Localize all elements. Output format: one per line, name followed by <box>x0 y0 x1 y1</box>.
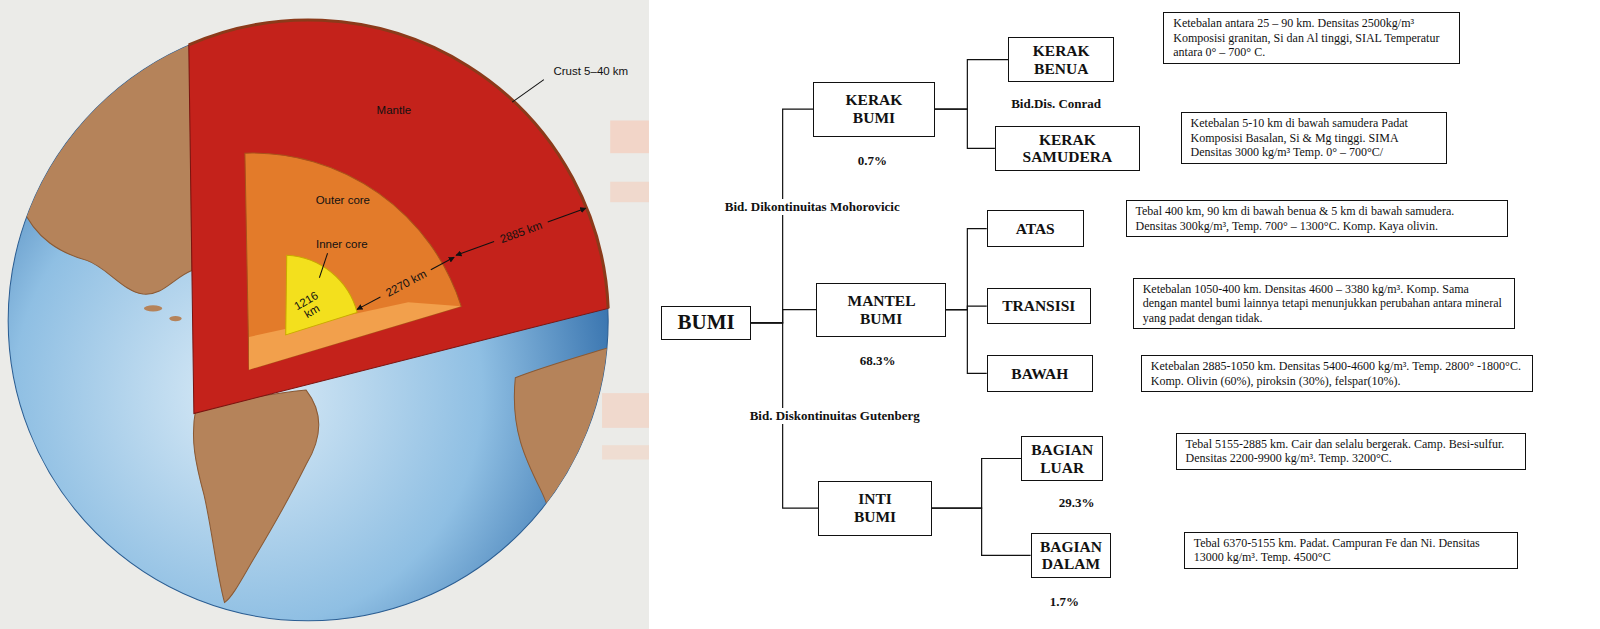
tree-connector <box>935 109 995 148</box>
percent-label: 0.7% <box>858 153 887 169</box>
percent-label: 1.7% <box>1050 594 1079 610</box>
description-text: Ketebalan 5-10 km di bawah samudera Pada… <box>1191 116 1437 160</box>
boundary-label: Bid. Diskontinuitas Gutenberg <box>747 408 923 424</box>
layer-name: KERAK BUMI <box>846 91 903 127</box>
leader-line <box>512 80 544 102</box>
tree-connector <box>932 508 1031 555</box>
description-box: Ketebalan 1050-400 km. Densitas 4600 – 3… <box>1133 278 1516 330</box>
island <box>144 305 162 311</box>
description-box: Ketebalan antara 25 – 90 km. Densitas 25… <box>1163 12 1460 64</box>
description-box: Tebal 400 km, 90 km di bawah benua & 5 k… <box>1126 200 1509 237</box>
layer-name: BAGIAN LUAR <box>1031 441 1093 477</box>
tree-connector <box>946 310 987 374</box>
dimension-label: 2885 km <box>498 218 544 244</box>
layer-name: INTI BUMI <box>854 490 896 526</box>
mantle-section <box>189 20 608 414</box>
part-label: Mantle <box>377 104 412 116</box>
dimension-line <box>431 257 454 269</box>
layer-name: ATAS <box>1016 220 1055 238</box>
description-box: Ketebalan 2885-1050 km. Densitas 5400-46… <box>1141 355 1533 392</box>
continent-africa <box>514 347 610 551</box>
description-text: Tebal 6370-5155 km. Padat. Campuran Fe d… <box>1194 536 1509 565</box>
layer-name: TRANSISI <box>1002 297 1075 315</box>
panel-background <box>0 0 649 629</box>
layer-box: ATAS <box>987 210 1084 247</box>
background-streak <box>610 120 649 153</box>
tree-connector <box>932 459 1022 509</box>
tree-connector <box>751 310 816 323</box>
background-streak <box>610 182 649 202</box>
description-box: Tebal 5155-2885 km. Cair dan selalu berg… <box>1176 433 1526 470</box>
background-streak <box>602 445 649 459</box>
continent-south-america <box>193 390 318 602</box>
part-label: Crust 5–40 km <box>553 65 628 77</box>
background-streak <box>602 393 649 428</box>
dimension-label: 1216 km <box>288 287 330 325</box>
continent-north-america <box>20 41 191 294</box>
dimension-line <box>548 208 586 222</box>
layer-name: BAWAH <box>1011 365 1068 383</box>
layer-box: BAWAH <box>987 355 1093 392</box>
layer-box: KERAK SAMUDERA <box>995 126 1140 172</box>
layer-box: BAGIAN LUAR <box>1021 436 1103 482</box>
layer-name: BUMI <box>678 311 735 334</box>
description-text: Tebal 400 km, 90 km di bawah benua & 5 k… <box>1136 204 1499 233</box>
dimension-label: 2270 km <box>383 268 428 299</box>
layer-name: MANTEL BUMI <box>848 292 915 328</box>
description-box: Tebal 6370-5155 km. Padat. Campuran Fe d… <box>1184 532 1519 569</box>
layer-name: BAGIAN DALAM <box>1040 538 1102 574</box>
part-label: Outer core <box>316 194 370 206</box>
layer-box: TRANSISI <box>987 288 1091 325</box>
ocean-globe <box>8 20 608 620</box>
root-box: BUMI <box>661 306 751 340</box>
inner-core-section <box>286 255 357 335</box>
description-text: Ketebalan 2885-1050 km. Densitas 5400-46… <box>1151 359 1523 388</box>
outer-core-section <box>245 153 461 370</box>
boundary-label: Bid. Dikontinuitas Mohorovicic <box>722 199 903 215</box>
tree-connector <box>751 109 813 323</box>
description-text: Ketebalan 1050-400 km. Densitas 4600 – 3… <box>1143 282 1506 326</box>
island <box>169 316 181 321</box>
percent-label: 68.3% <box>860 353 896 369</box>
tree-connector <box>935 60 1008 110</box>
description-text: Ketebalan antara 25 – 90 km. Densitas 25… <box>1173 16 1450 60</box>
layer-box: INTI BUMI <box>818 481 931 536</box>
leader-line <box>319 253 327 278</box>
tree-connector <box>946 229 987 310</box>
layer-box: MANTEL BUMI <box>816 283 946 337</box>
dimension-line <box>456 241 494 255</box>
percent-label: 29.3% <box>1059 495 1095 511</box>
part-label: Inner core <box>316 238 368 250</box>
layer-name: KERAK SAMUDERA <box>1023 131 1113 167</box>
layer-box: KERAK BENUA <box>1008 37 1114 83</box>
layer-name: KERAK BENUA <box>1033 42 1090 78</box>
layer-box: KERAK BUMI <box>813 82 934 137</box>
layer-box: BAGIAN DALAM <box>1031 533 1112 579</box>
description-box: Ketebalan 5-10 km di bawah samudera Pada… <box>1181 112 1447 164</box>
dimension-line <box>357 297 380 309</box>
boundary-label: Bid.Dis. Conrad <box>1008 96 1104 112</box>
description-text: Tebal 5155-2885 km. Cair dan selalu berg… <box>1186 437 1516 466</box>
